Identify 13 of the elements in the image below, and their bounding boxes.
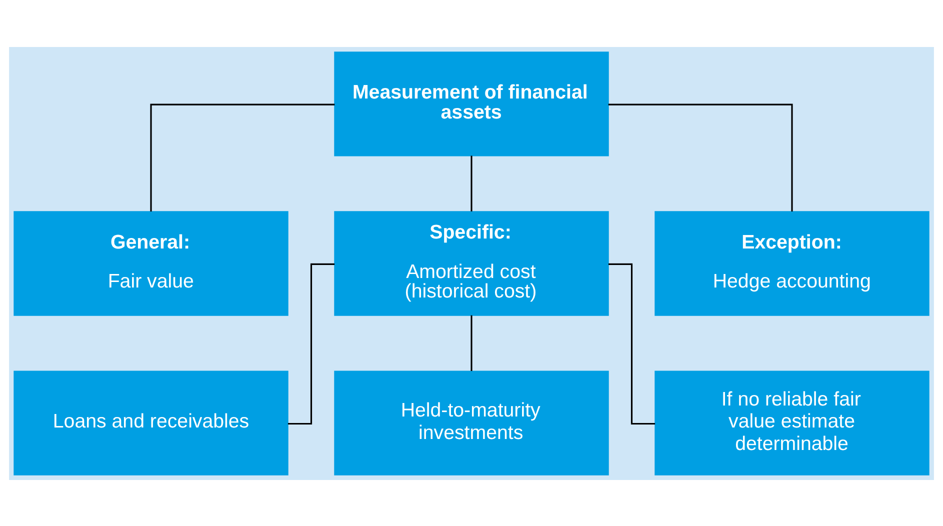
node-box: If no reliable fair value estimate determinable — [654, 370, 930, 475]
connector — [288, 262, 335, 424]
connector — [150, 103, 335, 211]
connector — [470, 155, 472, 211]
node-box: Loans and receivables — [14, 370, 288, 475]
node-box: Measurement of financial assets — [334, 51, 609, 156]
connector — [470, 314, 472, 370]
node-box: Held-to-maturity investments — [334, 370, 609, 475]
node-box: Specific: Amortized cost (historical cost) — [334, 210, 609, 316]
connector — [608, 103, 793, 211]
node-box: General: Fair value — [14, 210, 288, 316]
connector — [608, 262, 656, 424]
node-box: Exception: Hedge accounting — [654, 210, 930, 316]
